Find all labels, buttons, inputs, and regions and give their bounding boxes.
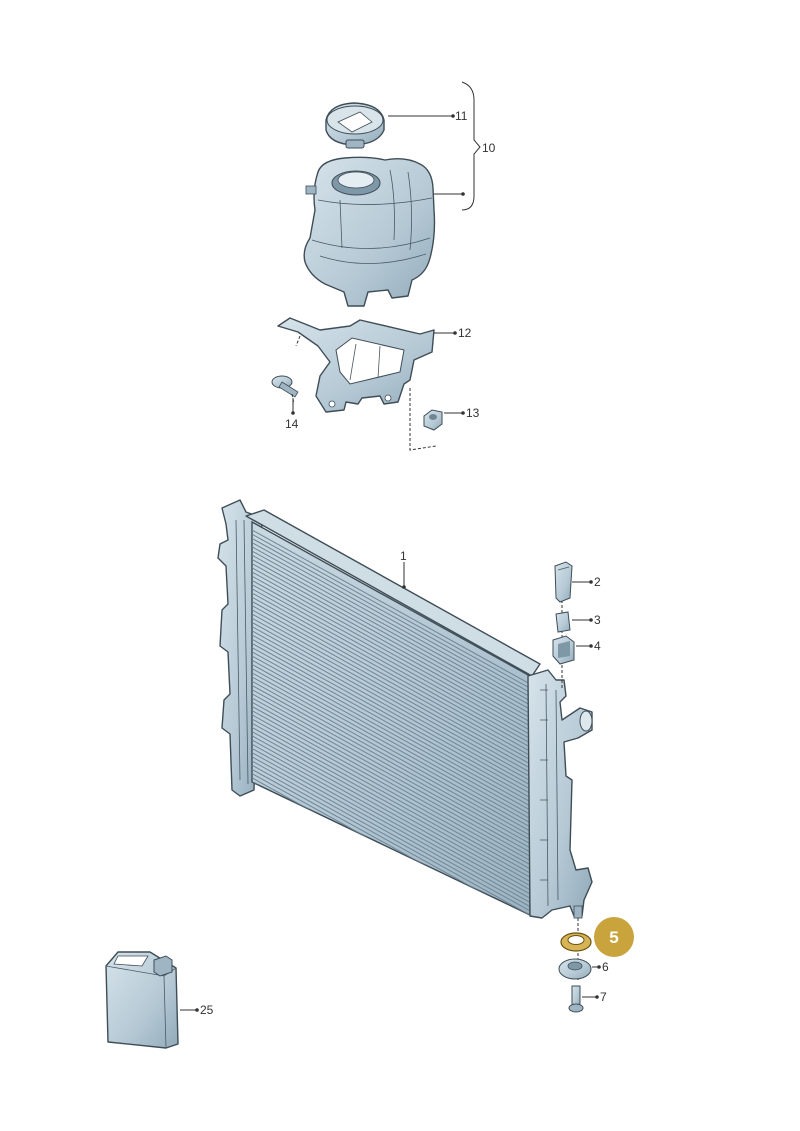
radiator-fin: [252, 722, 530, 878]
radiator-fin: [252, 638, 530, 794]
radiator-fin: [252, 760, 530, 915]
lower-mount-icon[interactable]: [558, 958, 592, 980]
radiator-fin: [252, 651, 530, 807]
callout-6: 6: [602, 960, 609, 974]
callout-1: 1: [400, 549, 407, 563]
radiator-fin: [252, 596, 530, 752]
radiator-fin: [252, 680, 530, 836]
radiator-fin: [252, 558, 530, 714]
rubber-bush-icon[interactable]: [555, 611, 571, 633]
callout-13: 13: [466, 406, 480, 420]
radiator-fin: [252, 743, 530, 899]
coolant-canister-icon[interactable]: [105, 951, 179, 1049]
radiator-fin: [252, 584, 530, 740]
radiator-fin: [252, 642, 530, 798]
radiator-fin: [252, 546, 530, 702]
radiator-fin: [252, 689, 530, 845]
radiator-fin: [252, 634, 530, 790]
radiator-fin: [252, 659, 530, 815]
callout-4: 4: [594, 639, 601, 653]
mounting-pin-icon[interactable]: [554, 561, 573, 603]
radiator-fin: [252, 647, 530, 803]
radiator-fin: [252, 752, 530, 908]
callout-14: 14: [285, 417, 299, 431]
radiator-fin: [252, 613, 530, 769]
bracket-icon[interactable]: [277, 317, 435, 413]
radiator-fin: [252, 672, 530, 828]
radiator-fin: [252, 626, 530, 782]
radiator-fin: [252, 537, 530, 693]
radiator-fin: [252, 575, 530, 731]
radiator-fin: [252, 542, 530, 698]
radiator-fin: [252, 550, 530, 706]
radiator-fin: [252, 693, 530, 849]
radiator-fin: [252, 735, 530, 891]
radiator-fin: [252, 630, 530, 786]
radiator-fin: [252, 718, 530, 874]
radiator-fin: [252, 554, 530, 710]
radiator-fin: [252, 600, 530, 756]
rubber-mount-icon[interactable]: [552, 635, 575, 665]
radiator-fin: [252, 563, 530, 719]
radiator-fin: [252, 617, 530, 773]
radiator-fin: [252, 592, 530, 748]
radiator-fin: [252, 726, 530, 882]
nut-icon[interactable]: [423, 409, 443, 431]
filler-cap-icon[interactable]: [325, 102, 385, 149]
callout-25: 25: [200, 1003, 214, 1017]
radiator-fin: [252, 710, 530, 866]
seal-ring-icon[interactable]: [560, 932, 592, 952]
radiator-fin: [252, 676, 530, 832]
callout-12: 12: [458, 326, 472, 340]
radiator-fin: [252, 701, 530, 857]
radiator-fin: [252, 655, 530, 811]
callout-11: 11: [455, 109, 468, 123]
svg-text:5: 5: [609, 928, 618, 947]
radiator-fin: [252, 739, 530, 895]
expansion-tank-icon[interactable]: [303, 156, 436, 307]
radiator-fin: [252, 588, 530, 744]
radiator-fin: [252, 621, 530, 777]
radiator-fin: [252, 747, 530, 903]
radiator-fin: [252, 756, 530, 912]
radiator-fin: [252, 714, 530, 870]
radiator-fin: [252, 571, 530, 727]
radiator-fin: [252, 668, 530, 824]
radiator-icon[interactable]: [217, 499, 593, 940]
radiator-fin: [252, 567, 530, 723]
callout-7: 7: [600, 990, 607, 1004]
radiator-fin: [252, 533, 530, 689]
radiator-fin: [252, 697, 530, 853]
radiator-fin: [252, 609, 530, 765]
callout-10: 10: [482, 141, 496, 155]
radiator-fin: [252, 731, 530, 887]
bolt-icon[interactable]: [568, 985, 584, 1013]
radiator-fin: [252, 605, 530, 761]
radiator-fin: [252, 684, 530, 840]
callout-2: 2: [594, 575, 601, 589]
radiator-fin: [252, 529, 530, 685]
callout-3: 3: [594, 613, 601, 627]
screw-icon[interactable]: [271, 375, 299, 398]
radiator-fin: [252, 579, 530, 735]
radiator-fin: [252, 705, 530, 861]
radiator-fin: [252, 663, 530, 819]
callout-5-highlight[interactable]: 5: [594, 917, 634, 957]
